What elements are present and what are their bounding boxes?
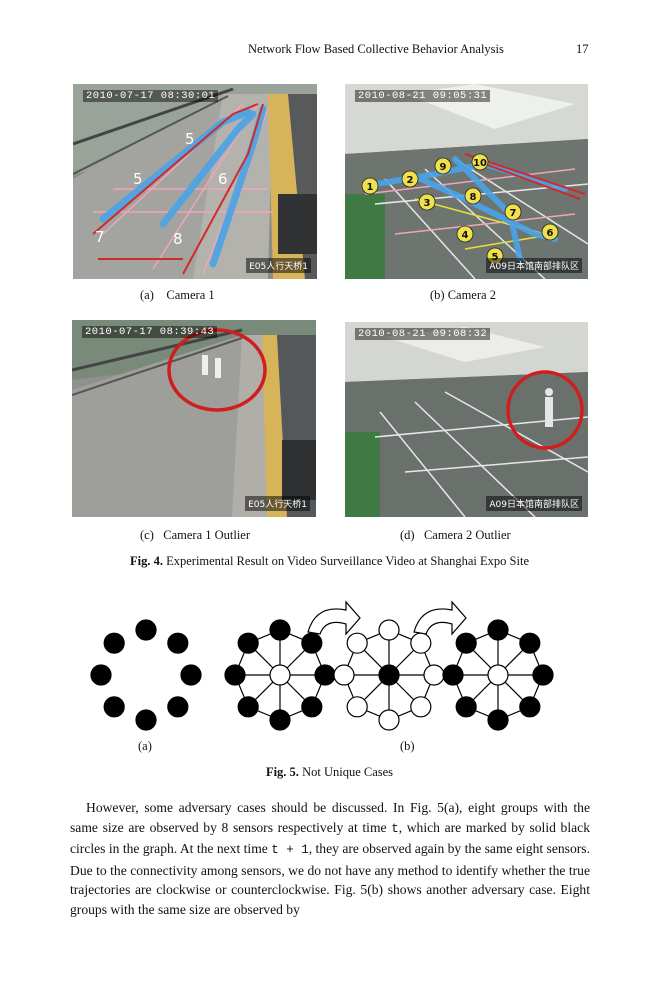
node-label: 3 — [424, 198, 431, 209]
figure-5-caption: Fig. 5. Not Unique Cases — [0, 765, 659, 780]
graph-diagram — [90, 600, 554, 731]
graph-node — [487, 709, 509, 731]
curved-arrow — [413, 600, 467, 636]
text-run: , they are observed again by the same ei… — [70, 841, 590, 917]
node-label: 6 — [547, 228, 554, 239]
graph-node — [301, 632, 323, 654]
location-tag: A09日本馆南部排队区 — [486, 496, 582, 511]
graph-node — [532, 664, 554, 686]
graph-node — [423, 664, 445, 686]
text-run: However, some adversary cases should be … — [70, 800, 590, 835]
subfigure-label: (a) — [138, 739, 152, 753]
graph-node — [519, 696, 541, 718]
camera1-photo: 5 5 6 7 8 2010-07-17 08:30:01 E05人行天桥1 — [73, 84, 317, 279]
graph-node — [519, 632, 541, 654]
node-label: 2 — [407, 175, 414, 186]
graph-node — [103, 696, 125, 718]
math-t-plus-1: t + 1 — [271, 843, 309, 858]
graph-node — [135, 709, 157, 731]
timestamp: 2010-08-21 09:05:31 — [355, 90, 491, 102]
figure-4-caption: Fig. 4. Experimental Result on Video Sur… — [0, 554, 659, 569]
subfigure-caption: (c) Camera 1 Outlier — [140, 528, 251, 542]
subfigure-label: (b) — [400, 739, 415, 753]
graph-node — [167, 696, 189, 718]
track-label: 6 — [218, 170, 228, 188]
graph-node — [103, 632, 125, 654]
graph-node — [410, 696, 432, 718]
graph-node — [487, 619, 509, 641]
graph-node — [442, 664, 464, 686]
math-t: t — [391, 821, 399, 836]
graph-node — [237, 632, 259, 654]
graph-hub-node — [487, 664, 509, 686]
graph-node — [455, 696, 477, 718]
track-label: 7 — [95, 228, 105, 246]
node-label: 10 — [473, 158, 487, 169]
subfigure-caption: (b) Camera 2 — [430, 288, 496, 302]
graph-node — [90, 664, 112, 686]
timestamp: 2010-08-21 09:08:32 — [355, 328, 491, 340]
location-tag: A09日本馆南部排队区 — [486, 258, 582, 273]
graph-node — [455, 632, 477, 654]
text-run: , which are marked by solid black circle… — [70, 819, 590, 857]
camera2-outlier-photo: 2010-08-21 09:08:32 A09日本馆南部排队区 — [345, 322, 588, 517]
graph-node — [167, 632, 189, 654]
camera1-outlier-photo: 2010-07-17 08:39:43 E05人行天桥1 — [72, 320, 316, 517]
figure-caption-text: Experimental Result on Video Surveillanc… — [162, 554, 529, 568]
node-label: 8 — [470, 192, 477, 203]
graph-node — [378, 709, 400, 731]
node-label: 4 — [462, 230, 469, 241]
timestamp: 2010-07-17 08:39:43 — [82, 326, 218, 338]
graph-node — [180, 664, 202, 686]
timestamp: 2010-07-17 08:30:01 — [83, 90, 219, 102]
subfigure-caption: (a) Camera 1 — [140, 288, 215, 302]
figure-caption-text: Not Unique Cases — [298, 765, 394, 779]
subfigure-caption: (d) Camera 2 Outlier — [400, 528, 511, 542]
graph-node — [346, 632, 368, 654]
node-label: 9 — [440, 162, 447, 173]
graph-node — [378, 619, 400, 641]
running-title: Network Flow Based Collective Behavior A… — [248, 42, 504, 56]
graph-node — [301, 696, 323, 718]
figure-5-graphs — [80, 600, 560, 740]
graph-node — [410, 632, 432, 654]
figure-label: Fig. 4. — [129, 554, 163, 568]
track-label: 8 — [173, 230, 183, 248]
page-number: 17 — [576, 42, 589, 56]
graph-node — [237, 696, 259, 718]
body-paragraph: However, some adversary cases should be … — [70, 798, 590, 920]
graph-node — [224, 664, 246, 686]
node-label: 7 — [510, 208, 517, 219]
graph-hub-node — [269, 664, 291, 686]
curved-arrow — [307, 600, 361, 636]
location-tag: E05人行天桥1 — [245, 496, 310, 511]
node-label: 1 — [367, 182, 374, 193]
graph-node — [269, 709, 291, 731]
graph-node — [314, 664, 336, 686]
location-tag: E05人行天桥1 — [246, 258, 311, 273]
graph-node — [333, 664, 355, 686]
node-label: 5 — [492, 252, 499, 263]
camera2-photo: 1 2 3 4 5 6 7 8 9 10 2010-08-21 09:05:31… — [345, 84, 588, 279]
graph-node — [269, 619, 291, 641]
graph-node — [346, 696, 368, 718]
figure-label: Fig. 5. — [265, 765, 299, 779]
track-label: 5 — [185, 130, 195, 148]
page-header: Network Flow Based Collective Behavior A… — [0, 42, 659, 60]
track-label: 5 — [133, 170, 143, 188]
graph-hub-node — [378, 664, 400, 686]
graph-node — [135, 619, 157, 641]
